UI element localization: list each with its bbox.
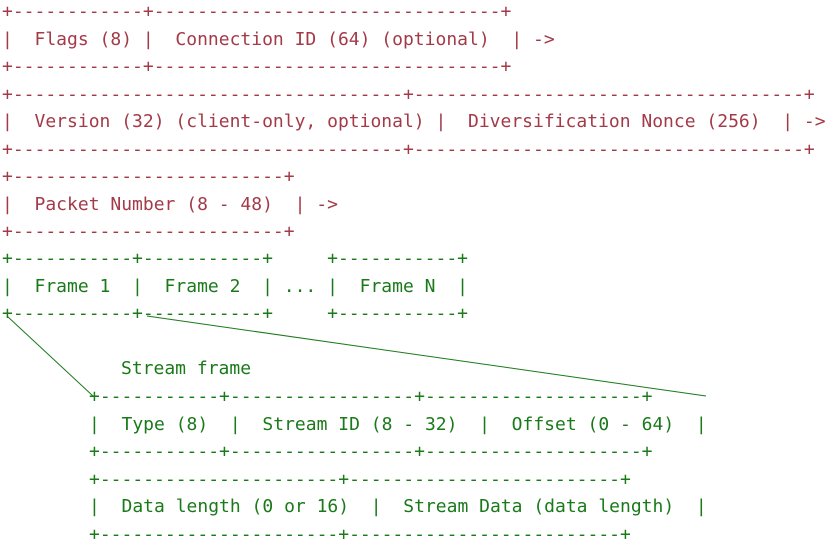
- data-border-top: +----------------------+----------------…: [89, 468, 631, 490]
- version-border-top: +------------------------------------+--…: [2, 83, 815, 105]
- stream-type-row: | Type (8) | Stream ID (8 - 32) | Offset…: [89, 413, 707, 435]
- frames-border-top: +-----------+-----------+ +-----------+: [2, 248, 468, 269]
- packet-number-border-bottom: +-------------------------+: [2, 221, 295, 242]
- frames-border-bottom: +-----------+-----------+ +-----------+: [2, 303, 468, 324]
- frames-diagram: +-----------+-----------+ +-----------+ …: [2, 245, 468, 328]
- frames-row: | Frame 1 | Frame 2 | ... | Frame N |: [2, 275, 468, 297]
- stream-frame-label: Stream frame: [121, 358, 252, 379]
- version-border-bottom: +------------------------------------+--…: [2, 138, 815, 160]
- stream-border-mid: +-----------+-----------------+---------…: [89, 441, 653, 462]
- version-nonce-row: | Version (32) (client-only, optional) |…: [2, 111, 826, 132]
- connector-right-line: [146, 315, 707, 397]
- flags-border-bottom: +------------+--------------------------…: [2, 56, 512, 77]
- packet-number-border-top: +-------------------------+: [2, 166, 295, 187]
- packet-number-row: | Packet Number (8 - 48) | ->: [2, 193, 338, 215]
- stream-border-top: +-----------+-----------------+---------…: [89, 386, 653, 407]
- flags-connection-id-row: | Flags (8) | Connection ID (64) (option…: [2, 28, 555, 50]
- data-length-row: | Data length (0 or 16) | Stream Data (d…: [89, 496, 707, 517]
- connector-left-line: [6, 315, 94, 397]
- data-border-bottom: +----------------------+----------------…: [89, 523, 631, 545]
- stream-frame-diagram: +-----------+-----------------+---------…: [89, 383, 707, 548]
- packet-header-diagram: +------------+--------------------------…: [2, 0, 826, 246]
- flags-border-top: +------------+--------------------------…: [2, 1, 512, 22]
